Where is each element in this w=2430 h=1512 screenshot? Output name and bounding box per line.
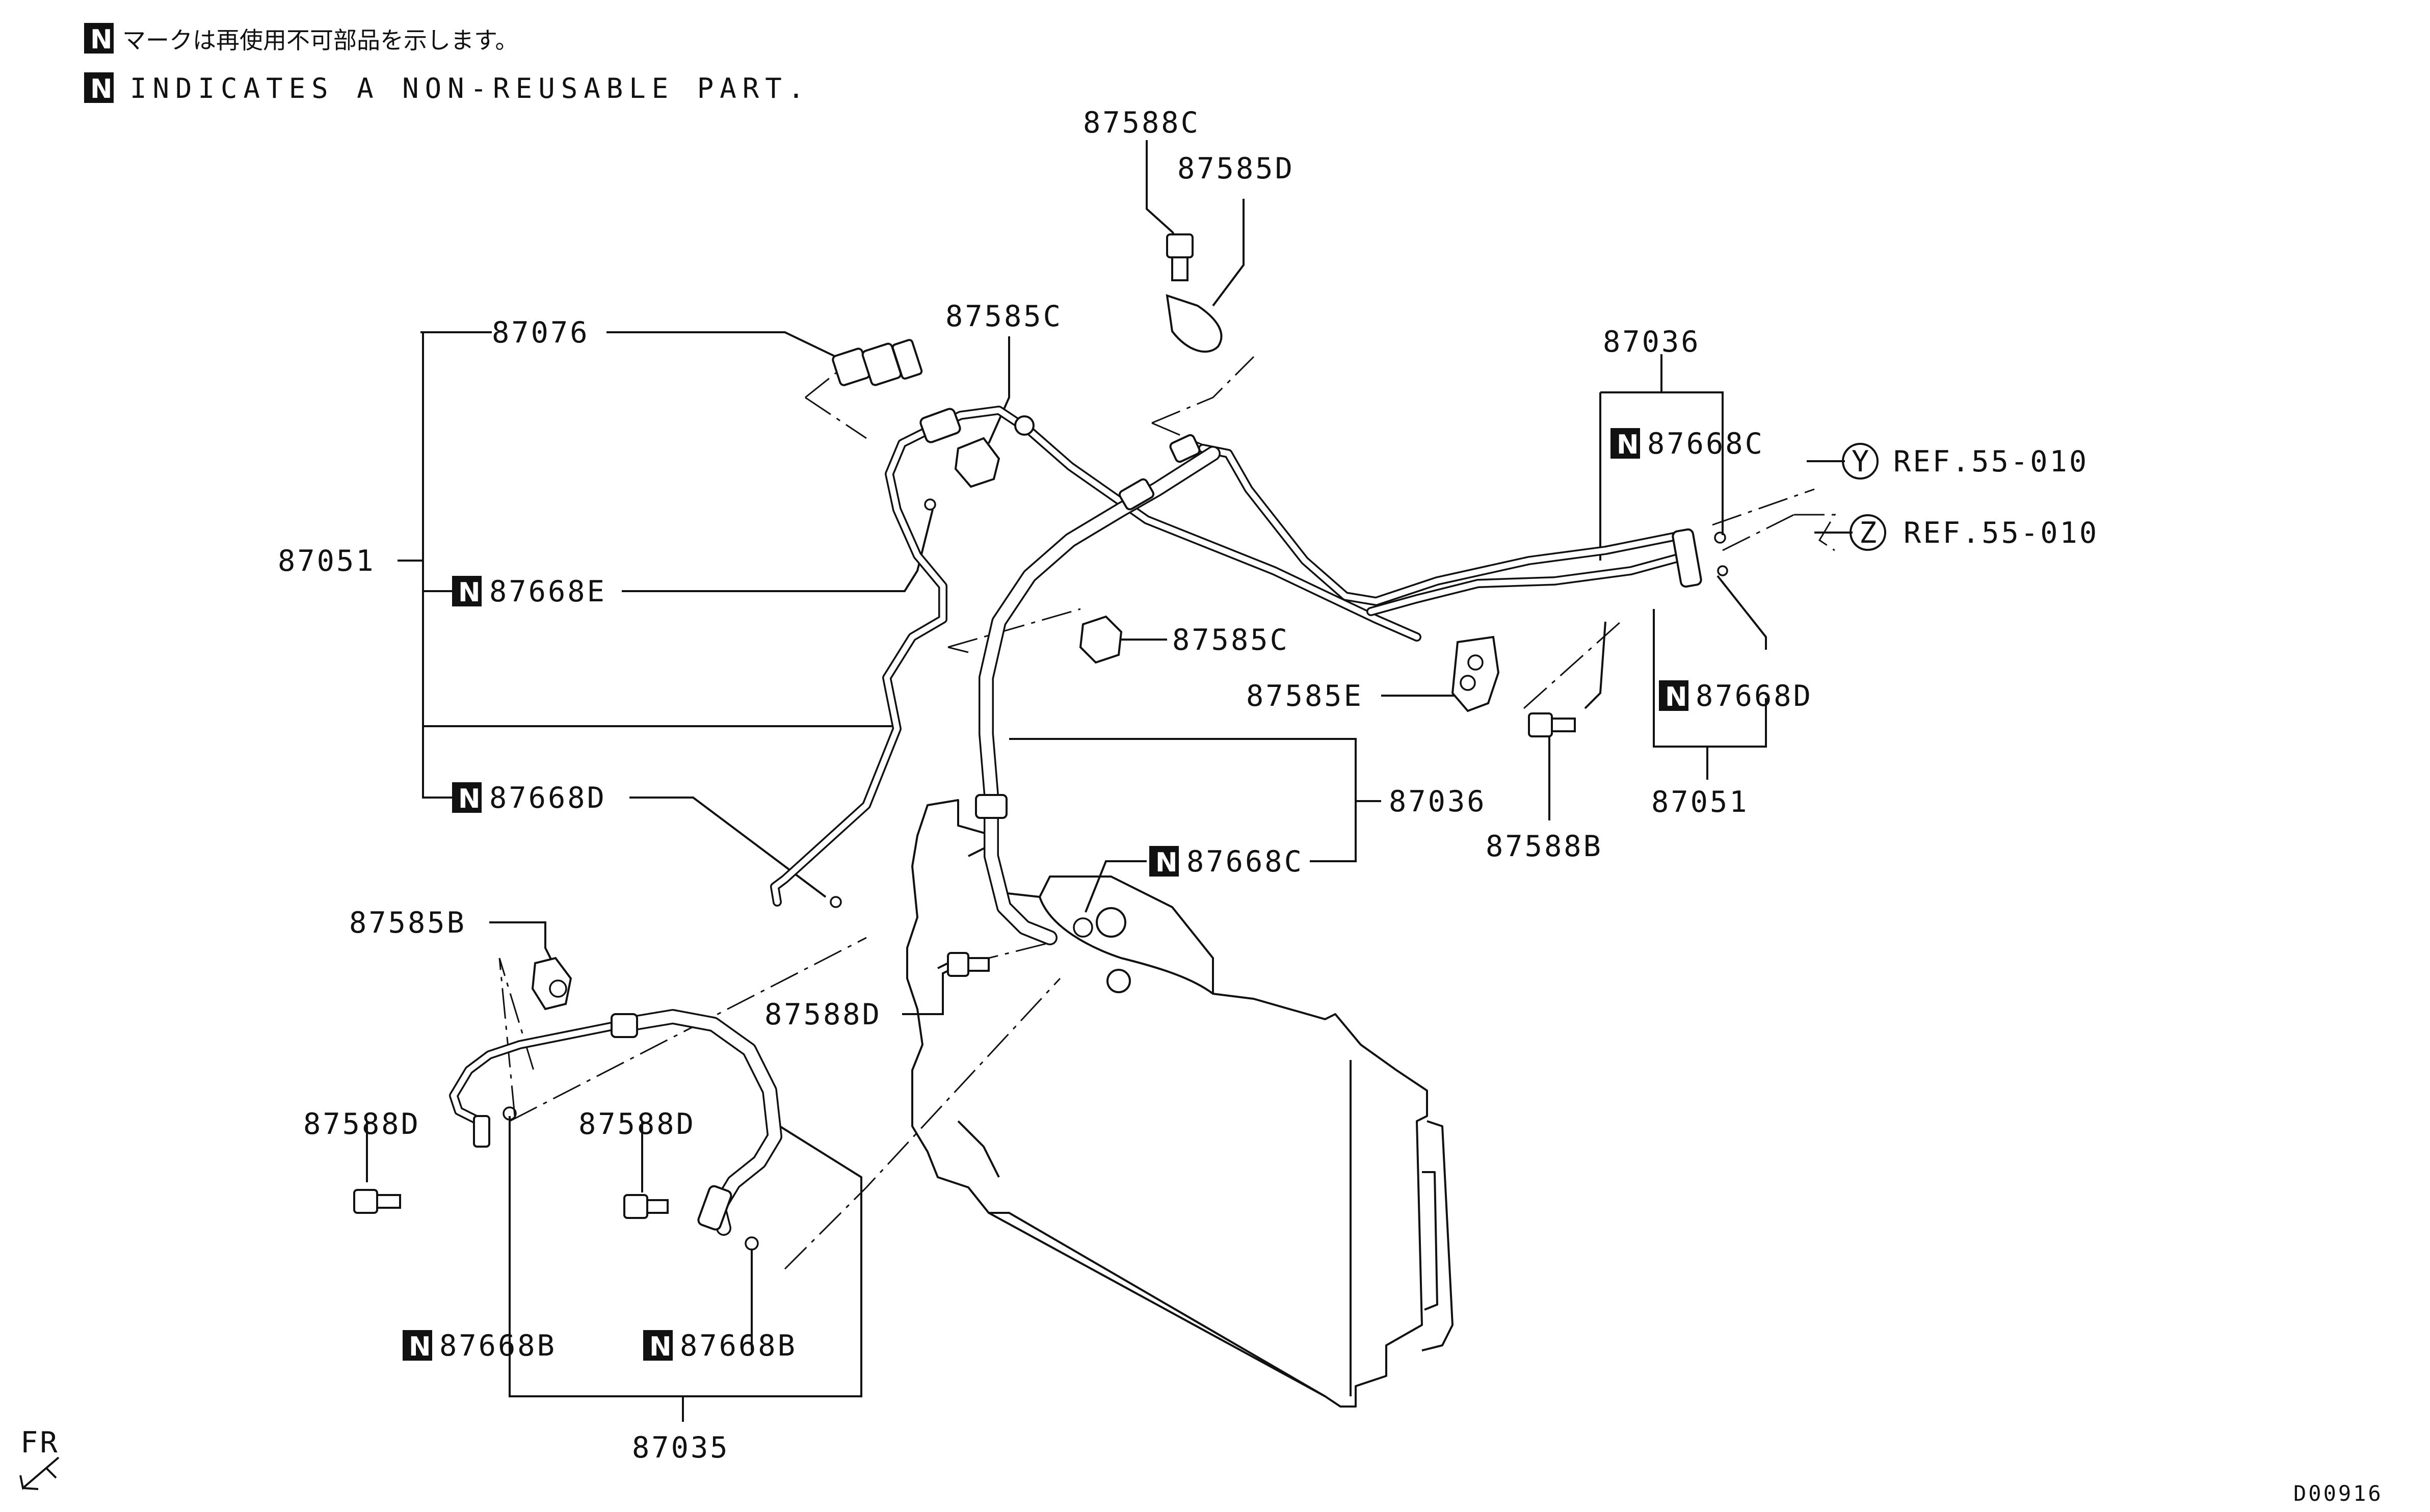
ref-circle-y: [1842, 443, 1879, 480]
hose-fitting-icon: [611, 1013, 638, 1038]
badge-letter: N: [409, 1332, 431, 1362]
hose-fitting-icon: [697, 1185, 732, 1231]
badge-letter: N: [458, 784, 481, 814]
badge-letter: N: [1617, 430, 1639, 460]
pressure-switch-icon: [832, 339, 923, 386]
part-label-87051-right: 87051: [1651, 785, 1749, 819]
note-japanese: マークは再使用不可部品を示します。: [122, 26, 518, 54]
orientation-label: FR: [20, 1426, 60, 1460]
pipe-joint-icon: [1118, 478, 1155, 511]
part-label-87588c: 87588C: [1083, 106, 1200, 140]
part-label-87668d-right: 87668D: [1696, 679, 1813, 713]
badge-letter: N: [1665, 682, 1687, 712]
badge-letter: N: [90, 74, 113, 104]
o-ring-icon: [745, 1236, 759, 1251]
o-ring-icon: [830, 896, 842, 908]
clamp-icon: [1166, 294, 1223, 353]
pipe-clip-icon: [1079, 615, 1123, 664]
part-label-87051-left: 87051: [278, 544, 376, 578]
hose-fitting-icon: [473, 1115, 490, 1148]
part-label-87668c-mid: 87668C: [1186, 845, 1304, 879]
part-label-87668c-right: 87668C: [1647, 427, 1764, 461]
badge-letter: N: [649, 1332, 672, 1362]
o-ring-icon: [1714, 532, 1726, 544]
ref-text-y: REF.55-010: [1893, 445, 2089, 479]
ref-letter-y: Y: [1852, 445, 1871, 479]
non-reusable-badge: [452, 576, 482, 606]
bolt-icon: [353, 1189, 401, 1214]
non-reusable-badge: [1610, 428, 1640, 459]
part-label-87668e: 87668E: [489, 575, 606, 608]
o-ring-icon: [503, 1106, 517, 1121]
non-reusable-badge: [84, 72, 114, 103]
bolt-icon: [1528, 712, 1576, 737]
part-labels: 87588C 87585D 87585C 87076 87051 N 87668…: [278, 106, 1813, 1465]
part-label-87668b-right: 87668B: [680, 1329, 797, 1363]
part-label-87036-mid: 87036: [1389, 785, 1487, 818]
ref-text-z: REF.55-010: [1904, 516, 2099, 550]
leader-lines: [366, 140, 1853, 1422]
part-label-87076: 87076: [492, 316, 590, 350]
part-label-87585c-mid: 87585C: [1172, 623, 1289, 657]
o-ring-icon: [1073, 917, 1093, 938]
diagram-id: D00916: [2293, 1481, 2383, 1506]
part-label-87588d-left: 87588D: [303, 1107, 420, 1141]
badge-letter: N: [90, 24, 113, 55]
badge-letter: N: [458, 577, 481, 608]
bolt-icon: [947, 952, 990, 977]
part-label-87585d: 87585D: [1177, 152, 1295, 185]
pipe-joint-icon: [975, 794, 1008, 819]
part-label-87036-right: 87036: [1603, 325, 1701, 359]
o-ring-icon: [1717, 565, 1728, 576]
part-label-87585e: 87585E: [1246, 679, 1363, 713]
part-label-87668b-left: 87668B: [439, 1329, 557, 1363]
non-reusable-badge: [1659, 680, 1688, 711]
bolt-icon: [1166, 233, 1194, 281]
part-label-87585c-top: 87585C: [945, 300, 1063, 333]
part-label-87668d-left: 87668D: [489, 781, 606, 815]
pipe-joint-icon: [919, 408, 961, 443]
note-english: INDICATES A NON-REUSABLE PART.: [130, 72, 810, 104]
non-reusable-badge: [452, 782, 482, 813]
components: [353, 233, 1728, 1251]
pipe-bracket-icon: [1451, 635, 1500, 712]
pipes-and-hoses: [449, 406, 1692, 1236]
legend: N マークは再使用不可部品を示します。 N INDICATES A NON-RE…: [84, 23, 810, 104]
non-reusable-badge: [403, 1330, 432, 1361]
pipe-clip-icon: [954, 415, 1035, 488]
engine-outline: [906, 799, 1454, 1408]
non-reusable-badge: [1149, 846, 1179, 877]
part-label-87588d-low: 87588D: [578, 1107, 696, 1141]
o-ring-icon: [924, 498, 936, 511]
ref-circle-z: [1850, 514, 1886, 551]
ref-letter-z: Z: [1859, 516, 1879, 550]
badge-letter: N: [1155, 847, 1178, 878]
clamp-icon: [531, 957, 572, 1011]
part-label-87035: 87035: [632, 1431, 730, 1465]
pipe-end-fitting-icon: [1672, 528, 1702, 588]
center-lines: [498, 356, 1836, 1270]
part-label-87585b: 87585B: [349, 906, 466, 940]
part-label-87588d-mid: 87588D: [764, 998, 882, 1031]
pipe-joint-icon: [1169, 434, 1201, 463]
bolt-icon: [623, 1194, 669, 1219]
part-label-87588b: 87588B: [1486, 830, 1603, 863]
non-reusable-badge: [84, 23, 114, 54]
reference-callouts: Y REF.55-010 Z REF.55-010: [1842, 443, 2099, 551]
front-orientation-marker: FR: [19, 1426, 60, 1490]
non-reusable-badge: [643, 1330, 673, 1361]
